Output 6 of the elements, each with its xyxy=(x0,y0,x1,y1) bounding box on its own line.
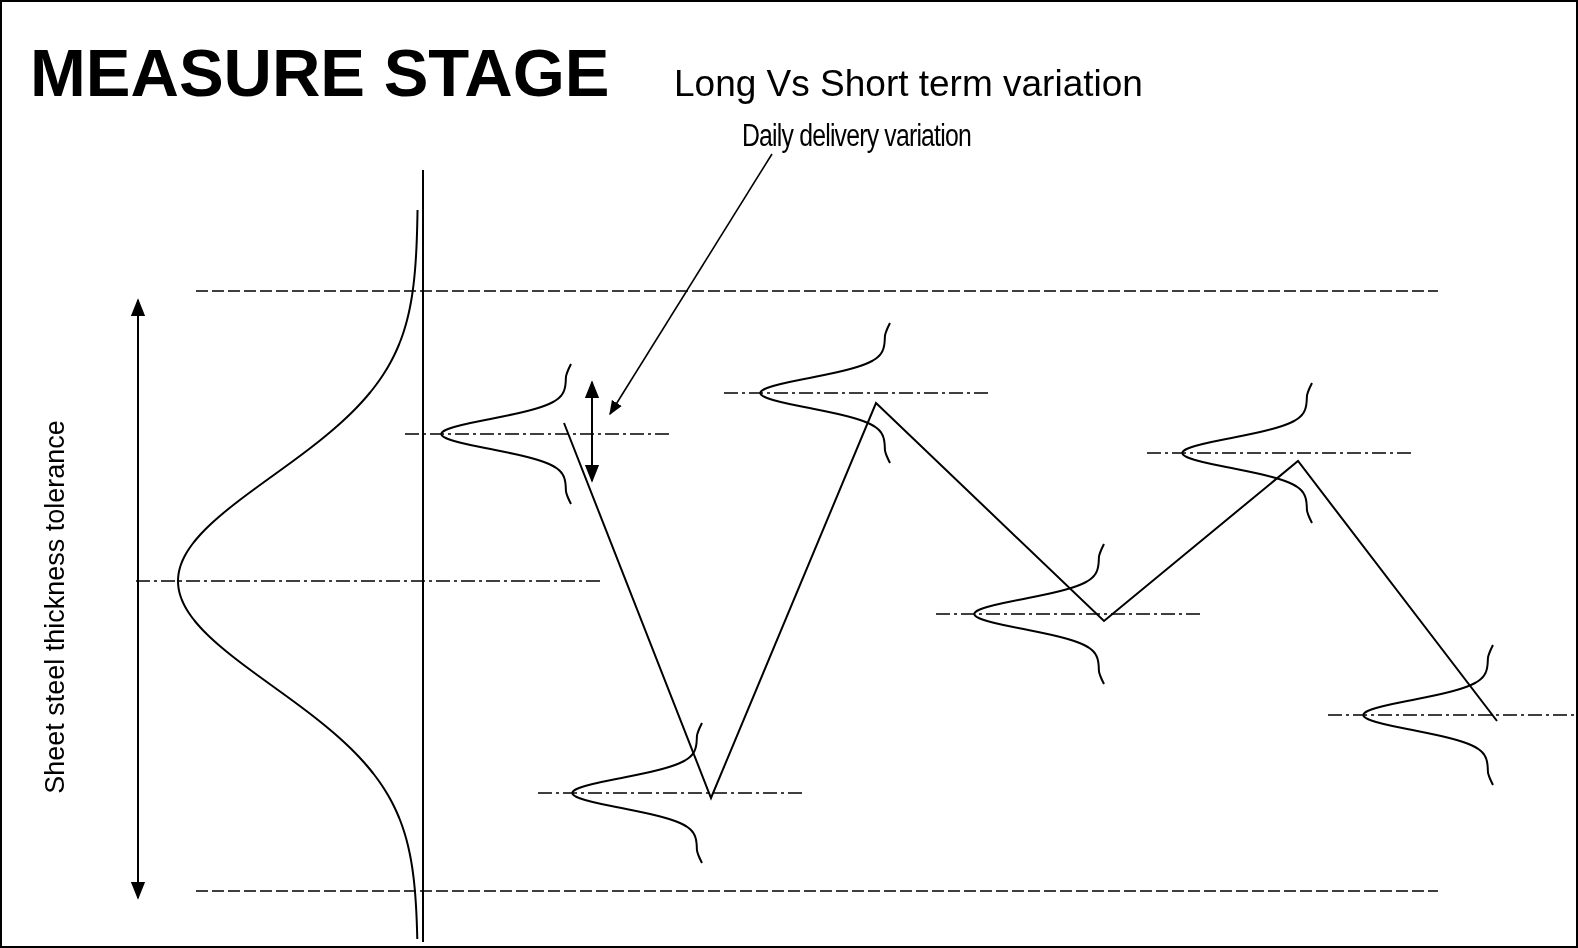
title: MEASURE STAGE xyxy=(30,38,610,108)
subtitle: Long Vs Short term variation xyxy=(674,62,1143,106)
double-arrow xyxy=(584,380,600,483)
leader-line xyxy=(609,153,773,416)
axis-label: Sheet steel thickness tolerance xyxy=(39,419,71,796)
callout-text: Daily delivery variation xyxy=(742,118,971,154)
